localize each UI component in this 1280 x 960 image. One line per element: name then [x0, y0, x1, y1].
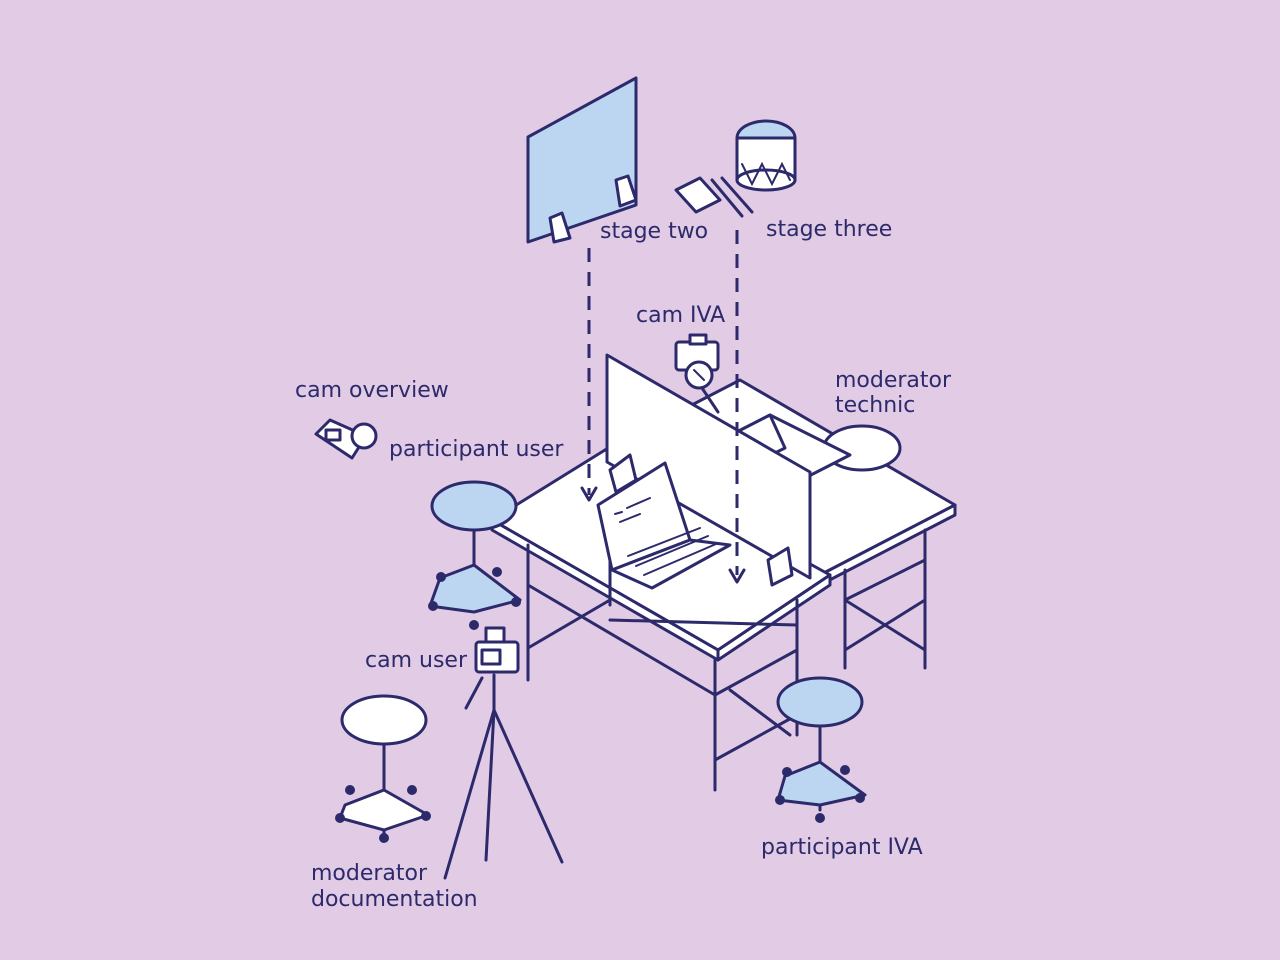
laptop-participant-user	[596, 461, 732, 590]
label-cam-iva: cam IVA	[636, 303, 725, 328]
cam-overview-icon	[314, 418, 378, 460]
label-stage-two: stage two	[600, 219, 708, 244]
label-moderator-documentation-1: moderator	[311, 861, 428, 886]
divider-panel	[605, 353, 812, 587]
label-participant-user: participant user	[389, 437, 564, 462]
stage-three-items	[674, 119, 797, 218]
stage-two-panel	[526, 76, 638, 244]
stool-participant-iva	[775, 676, 867, 823]
label-participant-iva: participant IVA	[761, 835, 923, 860]
label-stage-three: stage three	[766, 217, 892, 242]
stool-participant-user	[428, 480, 522, 630]
label-cam-overview: cam overview	[295, 378, 449, 403]
stage-guides	[580, 230, 746, 584]
label-moderator-technic-2: technic	[835, 393, 915, 418]
label-moderator-technic-1: moderator	[835, 368, 952, 393]
stool-moderator-documentation	[335, 694, 431, 843]
cam-user-tripod	[443, 626, 564, 880]
label-cam-user: cam user	[365, 648, 468, 673]
cam-iva-icon	[674, 333, 720, 414]
label-moderator-documentation-2: documentation	[311, 887, 478, 912]
